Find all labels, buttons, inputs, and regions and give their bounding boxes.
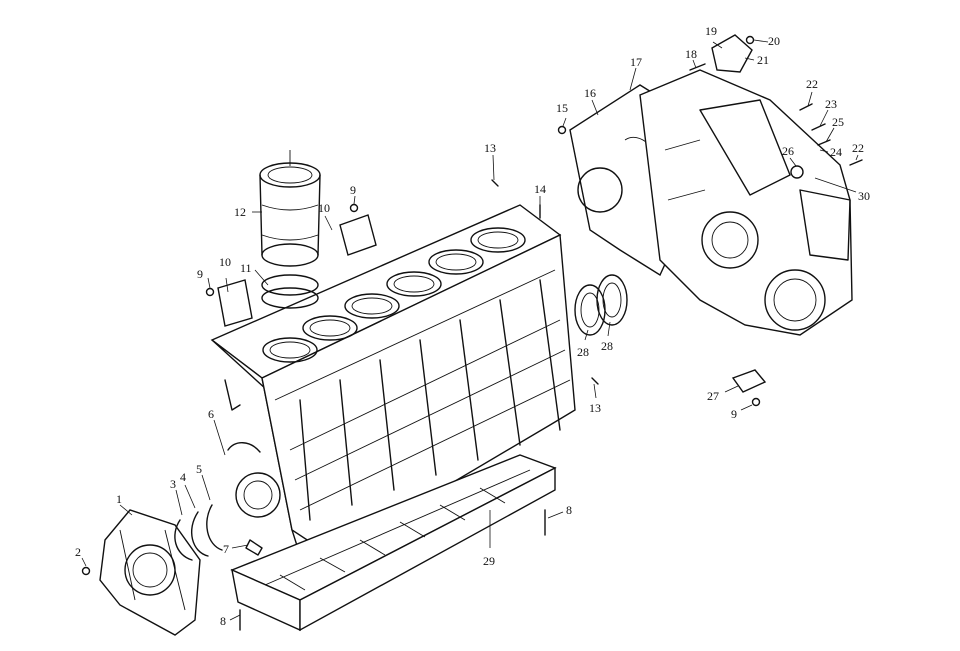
callout-28-right: 28 (601, 339, 613, 353)
callout-25: 25 (832, 115, 844, 129)
bolt-18 (689, 63, 706, 71)
cylinder-block (210, 204, 576, 561)
bolt-15 (557, 125, 567, 135)
callout-4: 4 (180, 470, 186, 484)
flywheel-housing (639, 69, 853, 336)
nozzle-7 (245, 539, 263, 556)
callout-17: 17 (630, 55, 642, 69)
callout-5: 5 (196, 462, 202, 476)
liner-seal-rings (261, 274, 319, 309)
block-ribs (274, 269, 571, 521)
bolt-22-right (849, 159, 863, 166)
cover-plate-left (217, 279, 253, 327)
callout-22-top: 22 (806, 77, 818, 91)
bolt-2 (81, 566, 91, 576)
callout-26: 26 (782, 144, 794, 158)
bolt-20 (745, 35, 755, 45)
callout-24: 24 (830, 145, 842, 159)
dowel-pin-13-right (591, 377, 599, 385)
callout-27: 27 (707, 389, 719, 403)
bearing-shell-4 (190, 511, 209, 557)
cover-plate-27 (731, 369, 767, 393)
crankshaft-bore (235, 472, 281, 518)
callout-13-top: 13 (484, 141, 496, 155)
bearing-shell-3 (174, 519, 193, 561)
bolt-9-left (205, 287, 215, 297)
callout-12: 12 (234, 205, 246, 219)
leader-lines (81, 39, 859, 621)
callout-15: 15 (556, 101, 568, 115)
callout-16: 16 (584, 86, 596, 100)
callout-28-left: 28 (577, 345, 589, 359)
lower-crankcase (230, 454, 557, 632)
cover-plate-top (339, 214, 377, 256)
plug-26 (790, 165, 804, 179)
callout-1: 1 (116, 492, 122, 506)
callout-20: 20 (768, 34, 780, 48)
dowel-pin-13-top (491, 179, 499, 187)
callout-7: 7 (223, 542, 229, 556)
callout-10-top: 10 (318, 201, 330, 215)
thrust-washers (574, 274, 628, 336)
callout-8-right: 8 (566, 503, 572, 517)
bolt-22-top (799, 103, 813, 111)
callout-14: 14 (534, 182, 546, 196)
callout-8-bottom: 8 (220, 614, 226, 628)
callout-10-left: 10 (219, 255, 231, 269)
callout-18: 18 (685, 47, 697, 61)
cylinder-liner (259, 150, 321, 267)
stud-23 (811, 123, 826, 131)
callout-13-right: 13 (589, 401, 601, 415)
bolt-9-bottom (751, 397, 761, 407)
callout-30: 30 (858, 189, 870, 203)
callout-21: 21 (757, 53, 769, 67)
seal-ring-5 (206, 504, 223, 551)
callout-11: 11 (240, 261, 252, 275)
callout-9-left: 9 (197, 267, 203, 281)
cylinder-bores (262, 227, 526, 363)
callout-6: 6 (208, 407, 214, 421)
bolt-9-top (349, 203, 359, 213)
stud-25 (817, 139, 831, 146)
front-cover (99, 509, 201, 636)
callout-19: 19 (705, 24, 717, 38)
callout-labels: 1 2 3 4 5 6 7 8 8 9 9 9 10 10 11 12 13 1… (75, 24, 870, 628)
callout-22-right: 22 (852, 141, 864, 155)
callout-2: 2 (75, 545, 81, 559)
callout-29: 29 (483, 554, 495, 568)
callout-3: 3 (170, 477, 176, 491)
inspection-cover-21 (711, 34, 753, 73)
callout-23: 23 (825, 97, 837, 111)
callout-9-top: 9 (350, 183, 356, 197)
callout-9-bottom: 9 (731, 407, 737, 421)
